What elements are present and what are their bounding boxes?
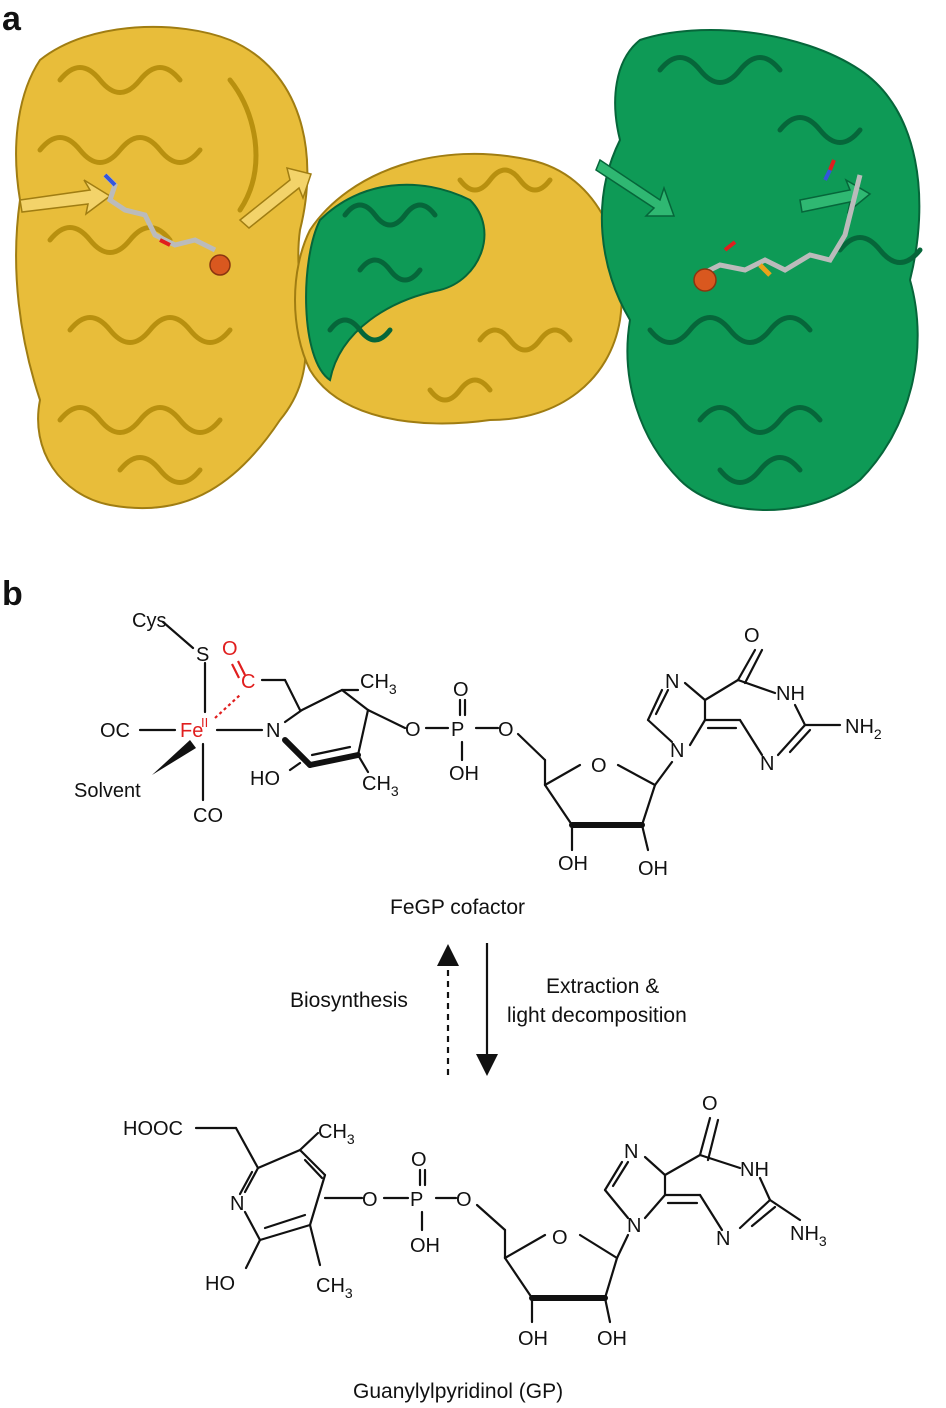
gp-oh1: OH [518, 1328, 548, 1350]
gp-structure: HOOC CH3 N HO CH3 O P O OH O O OH OH O N… [123, 1093, 827, 1350]
protein-structure-right [595, 29, 923, 511]
fegp-cys: Cys [132, 610, 166, 632]
gp-oh2: OH [597, 1328, 627, 1350]
fegp-co: CO [193, 805, 223, 827]
caption-gp: Guanylylpyridinol (GP) [353, 1380, 563, 1403]
fegp-carbonyl-c: C [241, 671, 255, 693]
dimerization-domain [294, 152, 623, 425]
label-extraction-line2: light decomposition [507, 1004, 687, 1027]
fegp-guanine-n9: N [670, 740, 684, 762]
gp-bonds [194, 1116, 802, 1324]
gp-ch3-bottom: CH3 [316, 1275, 353, 1301]
gp-hooc: HOOC [123, 1118, 183, 1140]
caption-fegp: FeGP cofactor [390, 896, 525, 919]
fegp-solvent: Solvent [74, 780, 141, 802]
iron-atom-right [693, 268, 717, 292]
fegp-fe-oxidation: II [201, 715, 208, 730]
gp-nh3: NH3 [790, 1223, 827, 1249]
fegp-carbonyl-o: O [222, 638, 238, 660]
gp-guanine-nh: NH [740, 1159, 769, 1181]
fegp-bonds [138, 620, 842, 852]
fegp-guanine-nh: NH [776, 683, 805, 705]
gp-ch3-top: CH3 [318, 1121, 355, 1147]
fegp-ch3-bottom: CH3 [362, 773, 399, 799]
gp-ribose-o: O [552, 1227, 568, 1249]
fegp-s: S [196, 644, 209, 666]
fegp-oh1: OH [558, 853, 588, 875]
gp-phosphate-oh: OH [410, 1235, 440, 1257]
ligand-sticks-left [103, 173, 231, 276]
fegp-oh2: OH [638, 858, 668, 880]
gp-o-link: O [362, 1189, 378, 1211]
fegp-ho: HO [250, 768, 280, 790]
gp-phosphorus: P [410, 1189, 423, 1211]
fegp-guanine-o: O [744, 625, 760, 647]
label-biosynthesis: Biosynthesis [290, 989, 408, 1012]
gp-pyridine-n: N [230, 1193, 244, 1215]
fegp-oc: OC [100, 720, 130, 742]
protein-structure-left [15, 25, 312, 510]
iron-atom-left [209, 254, 231, 276]
fegp-guanine-n3: N [760, 753, 774, 775]
fegp-ch3-top: CH3 [360, 671, 397, 697]
reaction-arrows [437, 943, 498, 1076]
fegp-guanine-n7: N [665, 671, 679, 693]
fegp-ribose-o: O [591, 755, 607, 777]
panel-letter-a: a [2, 0, 22, 38]
gp-o-link2: O [456, 1189, 472, 1211]
gp-phosphate-o: O [411, 1149, 427, 1171]
fegp-structure: Cys S OC Fe II N Solvent CO O C CH3 CH3 … [74, 610, 882, 880]
gp-ho: HO [205, 1273, 235, 1295]
fegp-phosphate-o: O [453, 679, 469, 701]
fegp-pyridine-n: N [266, 720, 280, 742]
gp-guanine-o: O [702, 1093, 718, 1115]
fegp-nh2: NH2 [845, 716, 882, 742]
fegp-o-link2: O [498, 719, 514, 741]
fegp-phosphorus: P [451, 719, 464, 741]
fegp-fe: Fe [180, 720, 203, 742]
gp-guanine-n3: N [716, 1228, 730, 1250]
panel-letter-b: b [2, 575, 23, 613]
gp-guanine-n7: N [624, 1141, 638, 1163]
fegp-phosphate-oh: OH [449, 763, 479, 785]
ligand-sticks-right [693, 159, 863, 292]
gp-guanine-n9: N [627, 1215, 641, 1237]
fegp-o-link: O [405, 719, 421, 741]
label-extraction-line1: Extraction & [546, 975, 659, 998]
